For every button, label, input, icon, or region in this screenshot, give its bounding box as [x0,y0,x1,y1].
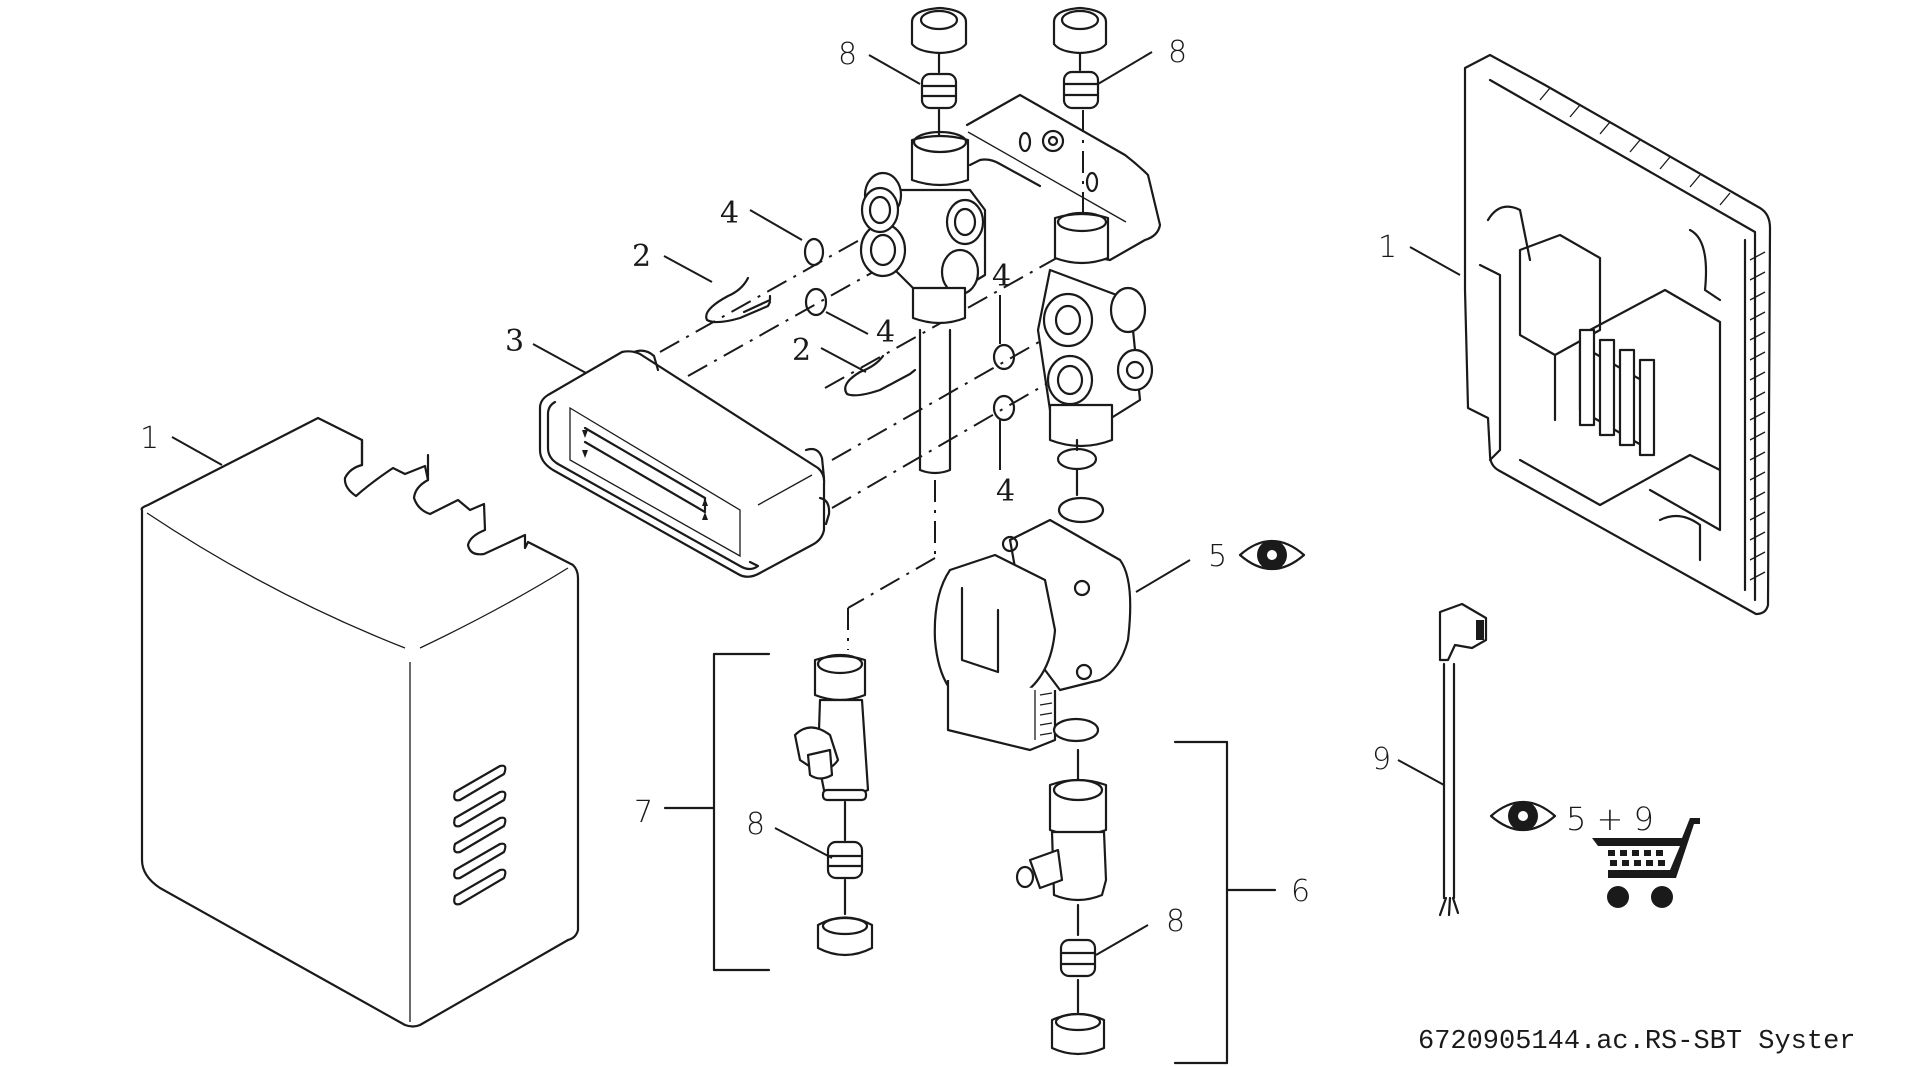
circulation-pump [933,496,1191,752]
callout-4-a: 4 [720,196,740,231]
pump-cable [1397,602,1488,917]
callout-1-cover: 1 [140,421,160,456]
callout-4-c: 4 [992,259,1012,294]
callout-5: 5 [1208,539,1228,574]
retaining-clip-upper [663,255,772,324]
kit-label: 5 + 9 [1566,800,1654,838]
callout-2-upper: 2 [632,239,652,274]
insulation-backplate [1409,53,1772,616]
callout-4-d: 4 [996,474,1016,509]
callout-3: 3 [505,324,525,359]
callout-8-top-left: 8 [838,37,858,72]
callout-8-left-valve: 8 [746,807,766,842]
terminal-strip [1578,328,1656,457]
top-fittings [868,6,1153,142]
pump-manifold [859,93,1162,497]
callout-8-right-valve: 8 [1166,904,1186,939]
callout-7: 7 [634,795,654,830]
eye-icon [1238,540,1306,570]
callout-6: 6 [1291,874,1311,909]
reference-code: 6720905144.ac.RS-SBT Syster [1418,1027,1856,1057]
callout-8-top-right: 8 [1168,35,1188,70]
ball-valve-assembly-right [1015,740,1277,1065]
shopping-cart-icon [1592,818,1700,908]
retaining-clip-lower [820,347,917,397]
callout-4-b: 4 [876,315,896,350]
insulation-cover-front [140,416,580,1028]
callout-2-lower: 2 [792,333,812,368]
ball-valve-assembly-left [663,652,874,972]
eye-icon [1489,801,1557,831]
callout-1-backplate: 1 [1378,230,1398,265]
callout-9: 9 [1372,742,1392,777]
vent-slots [453,764,507,906]
plate-heat-exchanger [532,343,831,578]
